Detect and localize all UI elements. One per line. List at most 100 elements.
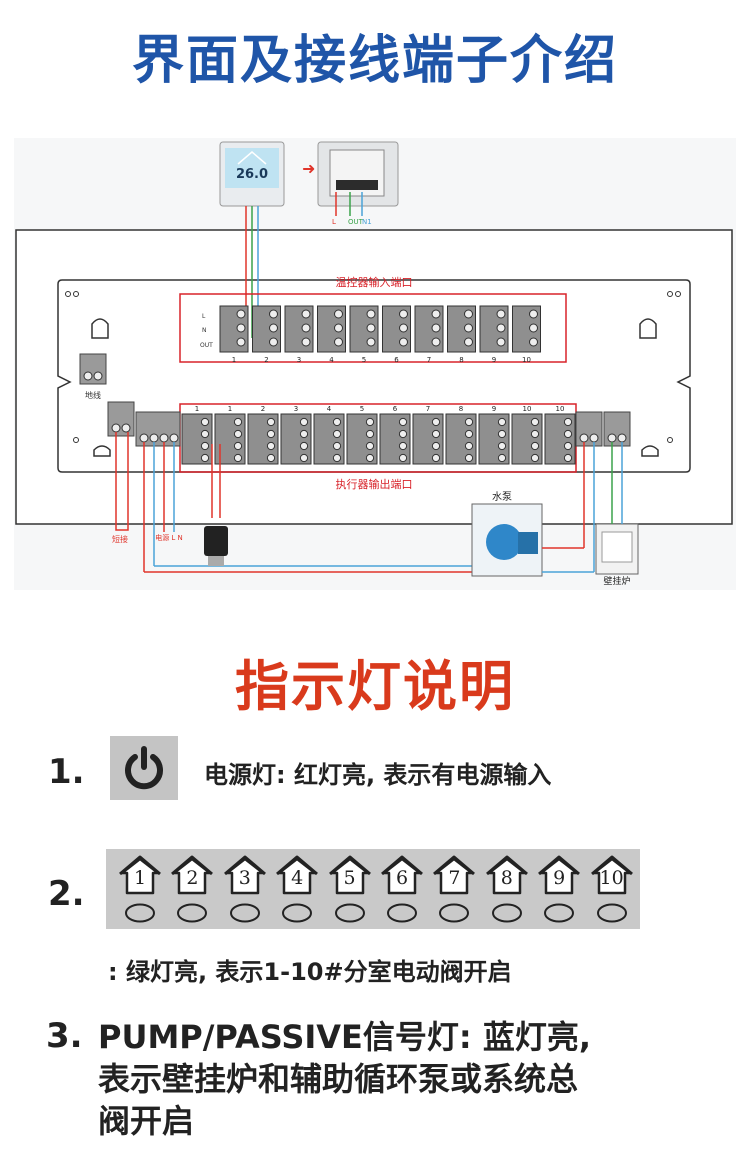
house-icon [223,855,266,923]
house-icon [590,855,633,923]
output-port-label: 9 [492,405,496,413]
output-port-label: 10 [556,405,565,413]
terminal-screw [266,417,276,427]
zone-indicator: 8 [485,855,529,925]
zone-number: 7 [448,867,461,889]
terminal-screw [497,453,507,463]
terminal-screw [200,417,210,427]
terminal-screw [200,441,210,451]
terminal-screw [398,453,408,463]
pump-label: 水泵 [492,491,512,503]
house-icon [433,855,476,923]
ground-label: 地线 [85,390,101,400]
terminal-screw [529,323,538,333]
output-port-label: 10 [523,405,532,413]
lights-title: 指示灯说明 [235,655,515,718]
svg-text:OUT: OUT [348,218,364,226]
input-port-label: 4 [329,356,334,364]
input-port-label: 10 [522,356,531,364]
zone-indicator: 3 [223,855,267,925]
house-icon [276,855,319,923]
terminal-screw [334,337,343,347]
terminal-screw [464,309,473,319]
terminal-screw [464,453,474,463]
terminal-screw [496,323,506,333]
terminal-screw [530,417,540,427]
input-section-box [179,293,567,363]
item-2-text: : 绿灯亮, 表示1-10#分室电动阀开启 [108,958,512,986]
item-number-2: 2. [48,874,85,914]
terminal-screw [496,309,506,319]
output-section-label: 执行器输出端口 [336,477,413,491]
zone-number: 9 [553,867,566,889]
thermostat-reading: 26.0 [236,167,268,182]
terminal-screw [431,453,441,463]
page-title: 界面及接线端子介绍 [131,31,618,91]
output-port-label: 1 [228,405,232,413]
terminal-screw [365,453,375,463]
terminal-screw [233,429,243,439]
house-icon [538,855,581,923]
zone-number: 6 [395,867,409,889]
house-icon [485,855,528,923]
input-port-label: 5 [362,356,366,364]
terminal-screw [365,429,375,439]
terminal-screw [399,337,408,347]
terminal-screw [530,441,540,451]
terminal-screw [334,309,343,319]
terminal-screw [398,429,408,439]
terminal-screw [529,337,538,347]
terminal-screw [464,337,473,347]
terminal-screw [301,323,311,333]
power-indicator [110,736,178,800]
terminal-screw [332,441,342,451]
terminal-screw [332,453,342,463]
input-port-label: 3 [297,356,301,364]
output-port-label: 3 [294,405,298,413]
terminal-screw [365,441,375,451]
terminal-screw [366,323,376,333]
terminal-screw [497,429,507,439]
terminal-screw [236,337,246,347]
terminal-screw [299,417,309,427]
terminal-screw [464,441,474,451]
terminal-screw [233,417,243,427]
short-label: 短接 [112,534,128,544]
output-port-label: 7 [426,405,430,413]
terminal-screw [431,309,441,319]
svg-text:L: L [332,218,336,226]
zone-number: 4 [291,867,304,889]
terminal-screw [431,323,441,333]
terminal-screw [200,429,210,439]
terminal-screw [431,417,441,427]
svg-text:N: N [202,327,207,334]
zone-number: 2 [186,867,199,889]
zone-number: 1 [133,867,147,889]
zone-indicator: 1 [118,855,162,925]
terminal-screw [365,417,375,427]
terminal-screw [464,417,474,427]
output-port-label: 1 [195,405,199,413]
terminal-screw [269,337,278,347]
terminal-screw [464,429,474,439]
terminal-screw [366,337,376,347]
terminal-screw [529,309,538,319]
item-3-line-3: 阀开启 [98,1102,195,1140]
item-number-1: 1. [48,752,85,792]
input-port-label: 9 [492,356,496,364]
terminal-screw [563,417,573,427]
terminal-screw [236,309,246,319]
svg-text:L: L [202,313,206,320]
item-1-text: 电源灯: 红灯亮, 表示有电源输入 [204,761,552,789]
terminal-screw [299,441,309,451]
house-icon [328,855,371,923]
output-port-label: 4 [327,405,332,413]
terminal-screw [266,429,276,439]
terminal-screw [266,453,276,463]
zone-indicator: 7 [432,855,476,925]
item-3-line-1: PUMP/PASSIVE信号灯: 蓝灯亮, [98,1018,591,1056]
terminal-screw [233,453,243,463]
boiler-label: 壁挂炉 [603,575,630,587]
power-label: 电源 L N [155,533,183,542]
